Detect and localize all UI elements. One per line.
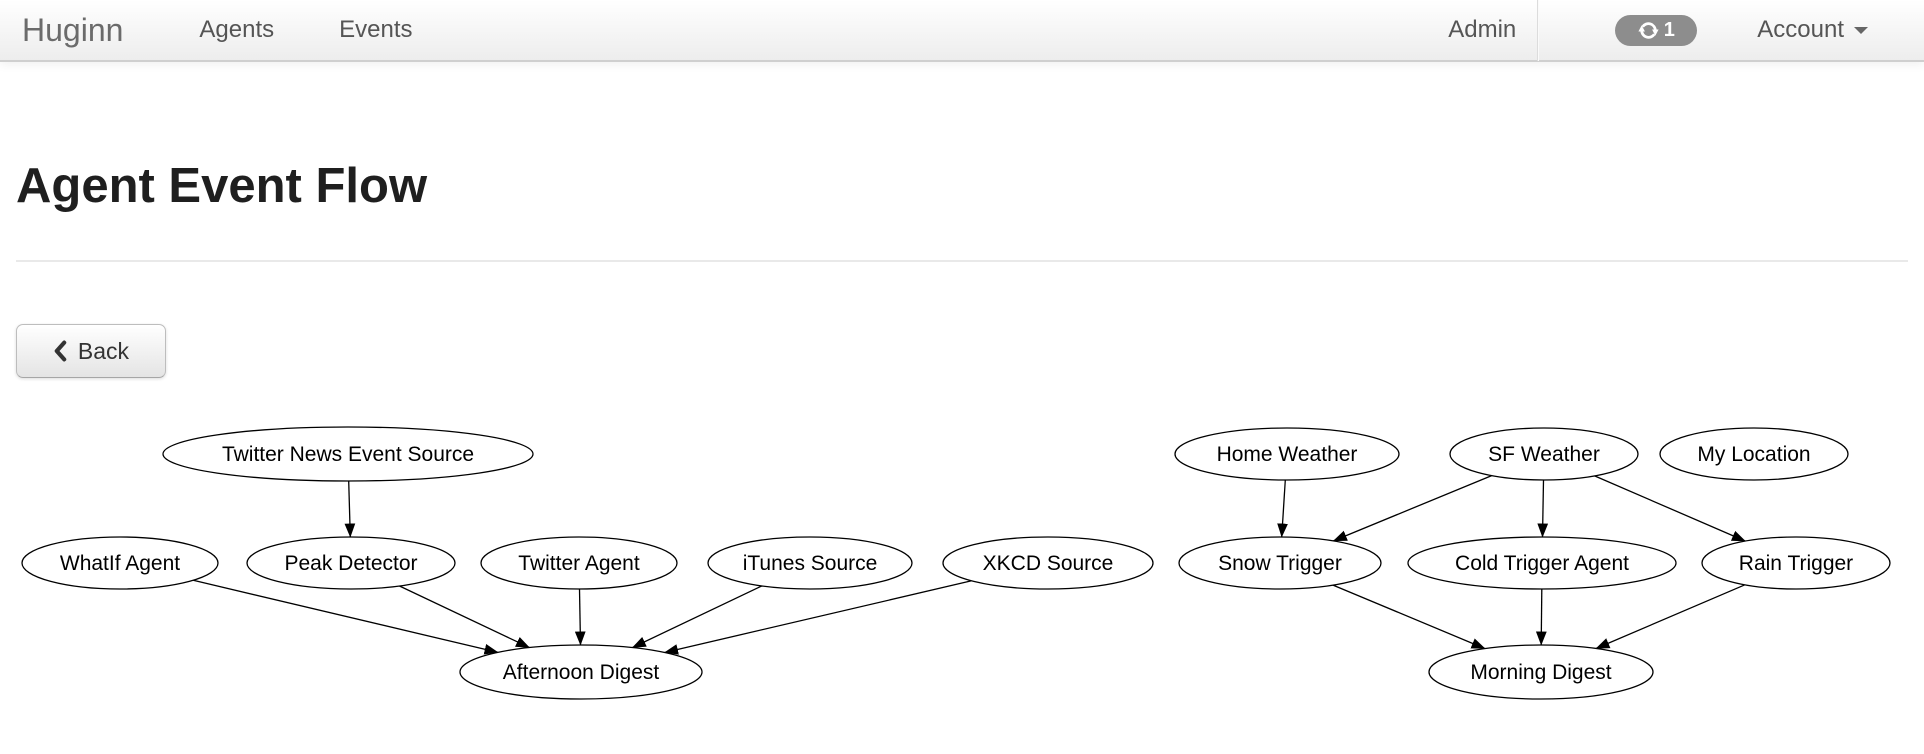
brand-huginn[interactable]: Huginn [22, 11, 124, 48]
graph-node-myloc: My Location [1659, 427, 1849, 481]
graph-edge-tnes-peak [344, 481, 356, 538]
graph-node-twitter: Twitter Agent [480, 536, 678, 590]
graph-edge-xkcd-afternoon [664, 580, 972, 656]
navbar: Huginn Agents Events Admin 1 Account [0, 0, 1924, 62]
graph-edge-snow-morning [1332, 584, 1486, 650]
graph-edge-peak-afternoon [399, 585, 530, 649]
refresh-icon [1638, 20, 1659, 41]
svg-text:Morning Digest: Morning Digest [1470, 661, 1611, 684]
back-button[interactable]: Back [16, 324, 166, 379]
graph-node-sf: SF Weather [1449, 427, 1639, 481]
graph-node-itunes: iTunes Source [707, 536, 913, 590]
nav-item-agents[interactable]: Agents [199, 16, 275, 43]
svg-text:My Location: My Location [1697, 443, 1810, 466]
title-divider [16, 260, 1908, 263]
jobs-count: 1 [1663, 18, 1675, 41]
back-button-label: Back [77, 337, 130, 364]
svg-text:Rain Trigger: Rain Trigger [1739, 552, 1853, 575]
caret-down-icon [1854, 26, 1868, 34]
graph-edge-home-snow [1277, 480, 1288, 538]
graph-edge-rain-morning [1595, 584, 1746, 650]
graph-node-afternoon: Afternoon Digest [459, 644, 703, 700]
nav-item-admin[interactable]: Admin [1448, 16, 1517, 43]
navbar-divider [1537, 0, 1540, 61]
account-label: Account [1757, 16, 1844, 43]
graph-node-peak: Peak Detector [246, 536, 456, 590]
svg-text:Afternoon Digest: Afternoon Digest [503, 661, 660, 684]
graph-node-home: Home Weather [1174, 427, 1400, 481]
svg-text:Home Weather: Home Weather [1217, 443, 1358, 466]
graph-node-rain: Rain Trigger [1701, 536, 1891, 590]
graph-edge-itunes-afternoon [631, 585, 763, 649]
svg-text:XKCD Source: XKCD Source [983, 552, 1114, 575]
graph-node-snow: Snow Trigger [1178, 536, 1382, 590]
graph-node-whatif: WhatIf Agent [21, 536, 219, 590]
main-nav: Agents Events [199, 16, 412, 44]
navbar-right: Admin 1 Account [1448, 0, 1868, 61]
chevron-left-icon [53, 339, 67, 363]
graph-edge-cold-morning [1535, 589, 1547, 646]
graph-node-cold: Cold Trigger Agent [1407, 536, 1677, 590]
graph-node-xkcd: XKCD Source [942, 536, 1154, 590]
svg-text:Twitter Agent: Twitter Agent [518, 552, 640, 575]
graph-edge-twitter-afternoon [574, 589, 586, 646]
page-title: Agent Event Flow [16, 159, 428, 213]
graph-node-tnes: Twitter News Event Source [162, 426, 534, 482]
svg-text:SF Weather: SF Weather [1488, 443, 1600, 466]
graph-edge-whatif-afternoon [193, 580, 499, 655]
graph-edge-sf-snow [1332, 475, 1492, 542]
svg-text:WhatIf Agent: WhatIf Agent [60, 552, 180, 575]
graph-node-morning: Morning Digest [1428, 644, 1654, 700]
nav-item-events[interactable]: Events [339, 16, 413, 43]
jobs-count-badge[interactable]: 1 [1615, 14, 1698, 46]
main-content: Agent Event Flow Back Twitter News Event… [0, 158, 1924, 749]
graph-edge-sf-rain [1594, 475, 1746, 543]
svg-text:Peak Detector: Peak Detector [284, 552, 417, 575]
svg-text:Snow Trigger: Snow Trigger [1218, 552, 1342, 575]
svg-text:Twitter News Event Source: Twitter News Event Source [222, 443, 474, 466]
svg-text:iTunes Source: iTunes Source [743, 552, 878, 575]
svg-text:Cold Trigger Agent: Cold Trigger Agent [1455, 552, 1629, 575]
account-dropdown-toggle[interactable]: Account [1757, 16, 1868, 44]
graph-edge-sf-cold [1537, 480, 1549, 538]
